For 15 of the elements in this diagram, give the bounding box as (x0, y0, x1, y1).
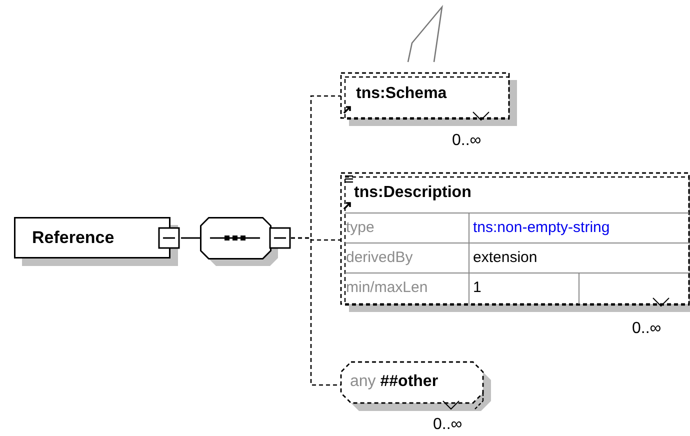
property-value: 1 (473, 280, 482, 295)
property-name: type (346, 220, 374, 235)
property-name: min/maxLen (346, 280, 428, 295)
element-name: tns:Schema (356, 86, 447, 102)
occurrence-label: 0..∞ (452, 133, 482, 149)
connector (291, 237, 341, 386)
property-value: tns:non-empty-string (473, 220, 610, 235)
occurrence-label: 0..∞ (433, 417, 462, 433)
element-name: Reference (32, 229, 114, 246)
connector (181, 237, 200, 239)
occurrence-label: 0..∞ (632, 321, 662, 337)
element-name: tns:Description (354, 185, 472, 201)
wildcard-label: any ##other (350, 374, 438, 390)
property-value: extension (473, 250, 538, 265)
property-name: derivedBy (346, 250, 413, 265)
